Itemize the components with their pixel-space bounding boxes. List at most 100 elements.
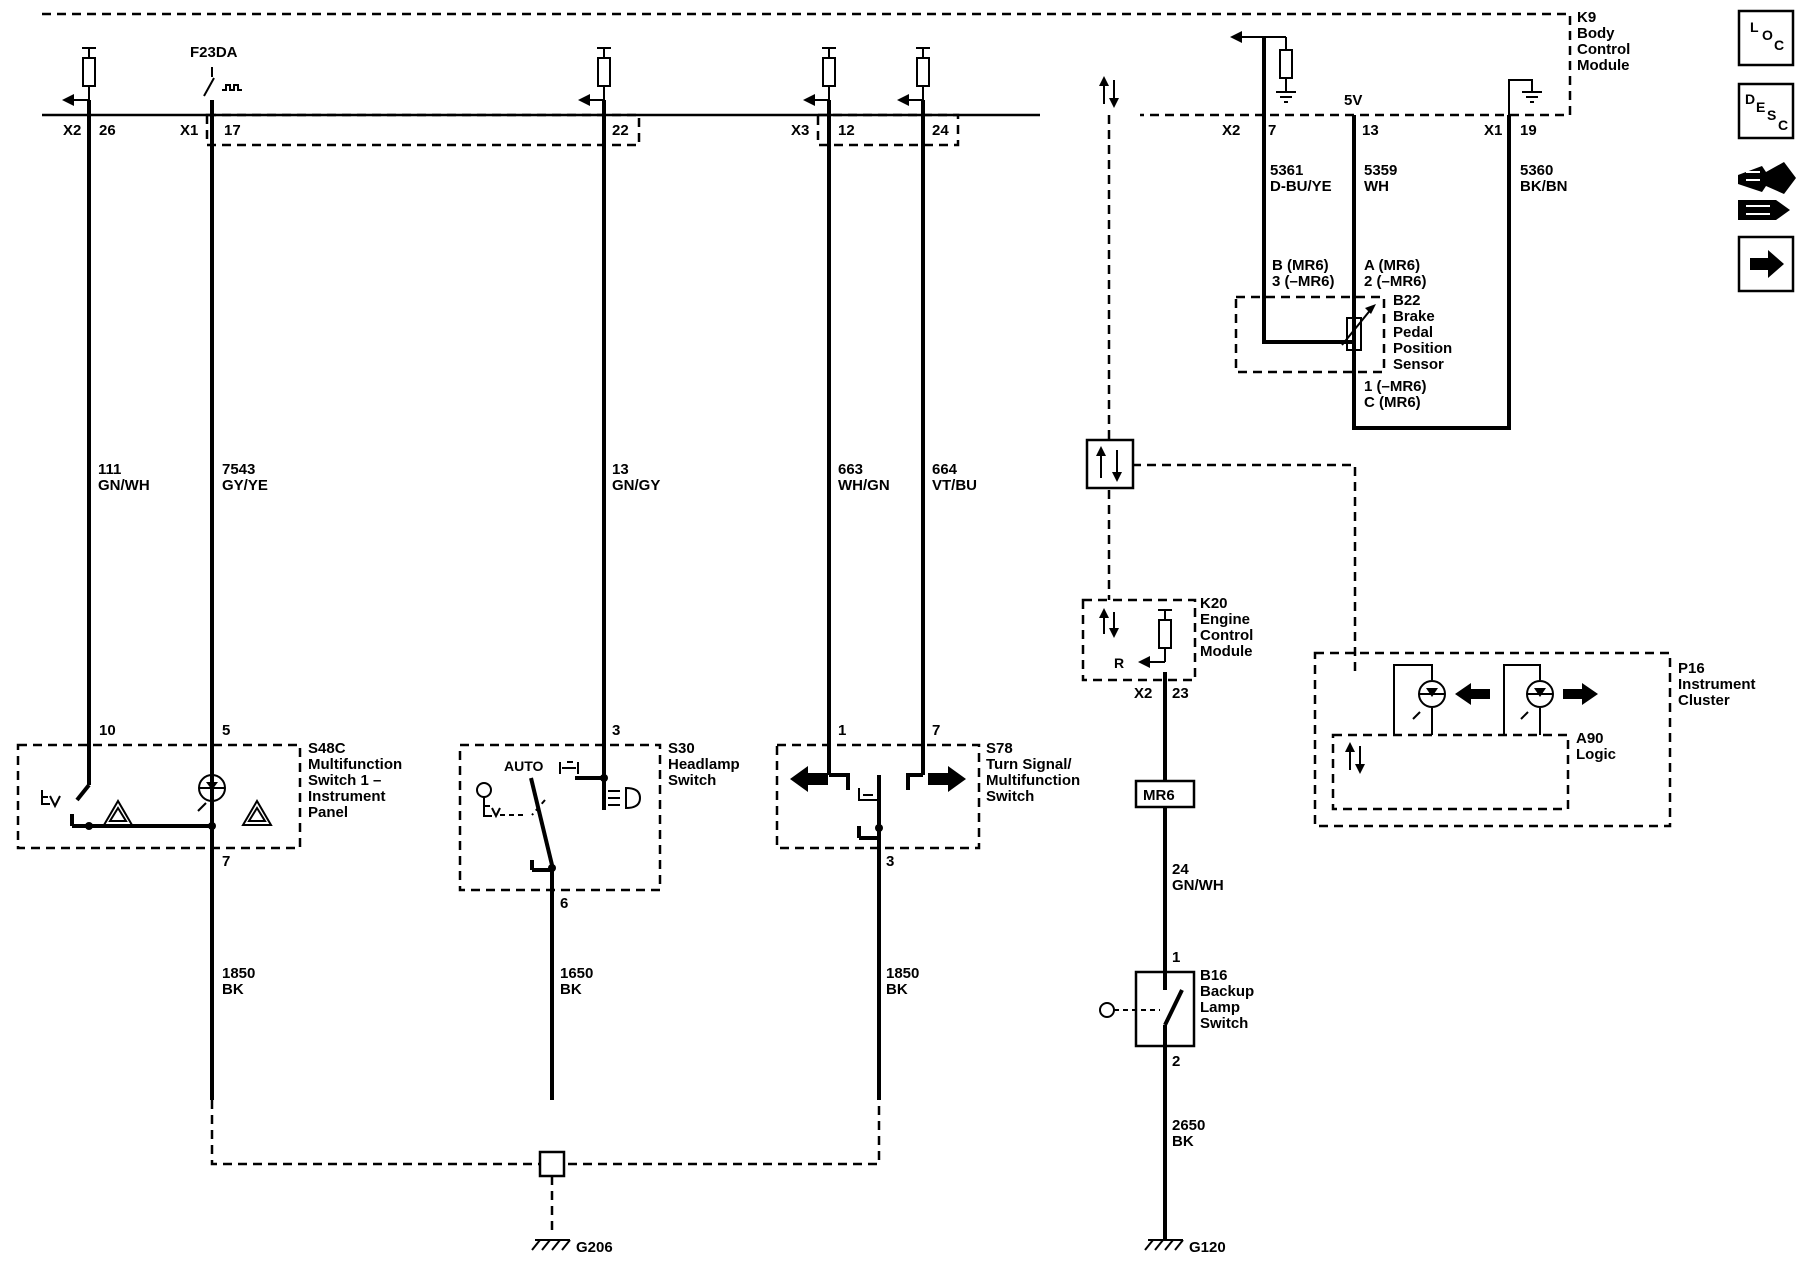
pin-label: 10 [99, 722, 116, 739]
wire-number: 111 [98, 461, 121, 478]
connector-label: X3 [791, 122, 809, 139]
svg-text:B22: B22 [1393, 292, 1421, 309]
svg-text:D: D [1745, 91, 1755, 107]
ev-icon [483, 797, 501, 819]
pin-label: 17 [224, 122, 241, 139]
wire-number: 7543 [222, 461, 255, 478]
connector-label: X2 [63, 122, 81, 139]
b16-backup-lamp-switch: 1 2 B16 Backup Lamp Switch [1099, 949, 1254, 1070]
svg-text:Backup: Backup [1200, 983, 1254, 1000]
svg-text:P16: P16 [1678, 660, 1705, 677]
svg-text:Engine: Engine [1200, 611, 1250, 628]
svg-text:Control: Control [1200, 627, 1253, 644]
signal-arrow-icon [803, 94, 815, 106]
ecm-r-label: R [1114, 655, 1124, 671]
wire-number: 664 [932, 461, 958, 478]
svg-text:A (MR6): A (MR6) [1364, 257, 1420, 274]
right-turn-indicator-icon [1520, 680, 1598, 720]
pin-label: 1 [838, 722, 846, 739]
serial-data-network [1085, 115, 1357, 675]
svg-text:Turn Signal/: Turn Signal/ [986, 756, 1072, 773]
serial-data-icon [1099, 608, 1119, 638]
k9-label-4: Module [1577, 57, 1630, 74]
loc-icon[interactable]: L O C [1737, 9, 1795, 67]
ground-icon [1144, 1239, 1184, 1251]
signal-arrow-icon [1138, 656, 1150, 668]
mr6-option-tag: MR6 [1134, 779, 1196, 809]
k20-engine-control-module: K20 Engine Control Module R X2 23 [1081, 595, 1253, 702]
wire-number: 5360 [1520, 162, 1553, 179]
s48c-multifunction-switch: 10 5 7 S48C Multifunction Switch 1 – Ins… [16, 722, 402, 870]
svg-text:Module: Module [1200, 643, 1253, 660]
wire-color: BK/BN [1520, 178, 1568, 195]
svg-text:A90: A90 [1576, 730, 1604, 747]
pin-label: 5 [222, 722, 230, 739]
svg-text:Switch: Switch [1200, 1015, 1248, 1032]
splice-pack [538, 1150, 566, 1178]
right-arrow-icon [928, 766, 966, 792]
wire-number: 1650 [560, 965, 593, 982]
wire-color: GN/WH [1172, 877, 1224, 894]
svg-text:S48C: S48C [308, 740, 346, 757]
pin-label: 19 [1520, 122, 1537, 139]
ground-circuits: G206 G120 [210, 1100, 1226, 1256]
svg-text:Position: Position [1393, 340, 1452, 357]
wire-number: 13 [612, 461, 629, 478]
svg-text:Multifunction: Multifunction [986, 772, 1080, 789]
wire-color: WH [1364, 178, 1389, 195]
wire-number: 1850 [886, 965, 919, 982]
wire-number: 663 [838, 461, 863, 478]
wire-color: BK [560, 981, 582, 998]
hazard-icon [102, 799, 134, 826]
pin-label: 13 [1362, 122, 1379, 139]
parking-lamp-icon [559, 761, 579, 774]
pin-label: 24 [932, 122, 949, 139]
k9-body-control-module: K9 Body Control Module [42, 9, 1630, 147]
pin-label: 23 [1172, 685, 1189, 702]
svg-text:O: O [1762, 27, 1773, 43]
svg-text:MR6: MR6 [1143, 787, 1175, 804]
ground-icon [531, 1239, 571, 1251]
svg-text:2 (–MR6): 2 (–MR6) [1364, 273, 1427, 290]
pwm-icon [222, 84, 242, 91]
next-arrow-icon[interactable] [1737, 235, 1795, 293]
wire-number: 1850 [222, 965, 255, 982]
pin-label: 1 [1172, 949, 1180, 966]
fuse-label: F23DA [190, 44, 238, 61]
bcm-connector-labels: X2 26 X1 17 22 X3 12 24 X2 7 13 X1 19 [63, 122, 1537, 139]
wire-color: BK [222, 981, 244, 998]
svg-text:Logic: Logic [1576, 746, 1616, 763]
wire-number: 5359 [1364, 162, 1397, 179]
signal-arrow-icon [62, 94, 74, 106]
svg-text:3 (–MR6): 3 (–MR6) [1272, 273, 1335, 290]
svg-text:Lamp: Lamp [1200, 999, 1240, 1016]
serial-data-icon [1345, 742, 1365, 774]
k9-label-2: Body [1577, 25, 1615, 42]
wire-color: GN/GY [612, 477, 660, 494]
pin-label: 3 [886, 853, 894, 870]
svg-text:C (MR6): C (MR6) [1364, 394, 1421, 411]
desc-icon[interactable]: D E S C [1737, 82, 1795, 140]
wire-color: VT/BU [932, 477, 977, 494]
svg-text:Instrument: Instrument [308, 788, 386, 805]
k9-label-3: Control [1577, 41, 1630, 58]
connector-label: X2 [1134, 685, 1152, 702]
svg-text:Switch: Switch [668, 772, 716, 789]
p16-instrument-cluster: P16 Instrument Cluster A90 Logic [1313, 651, 1756, 828]
svg-text:Sensor: Sensor [1393, 356, 1444, 373]
hazard-icon [241, 799, 273, 826]
pin-label: 22 [612, 122, 629, 139]
left-turn-indicator-icon [1412, 680, 1490, 720]
svg-text:Switch: Switch [986, 788, 1034, 805]
headlamp-icon [608, 786, 642, 810]
svg-text:E: E [1756, 99, 1765, 115]
wire-number: 24 [1172, 861, 1189, 878]
svg-text:S: S [1767, 107, 1776, 123]
connector-label: X1 [180, 122, 198, 139]
wire-color: BK [1172, 1133, 1194, 1150]
connector-tool-icon[interactable] [1738, 162, 1796, 220]
wire-color: GY/YE [222, 477, 268, 494]
wire-color: WH/GN [838, 477, 890, 494]
svg-text:Panel: Panel [308, 804, 348, 821]
